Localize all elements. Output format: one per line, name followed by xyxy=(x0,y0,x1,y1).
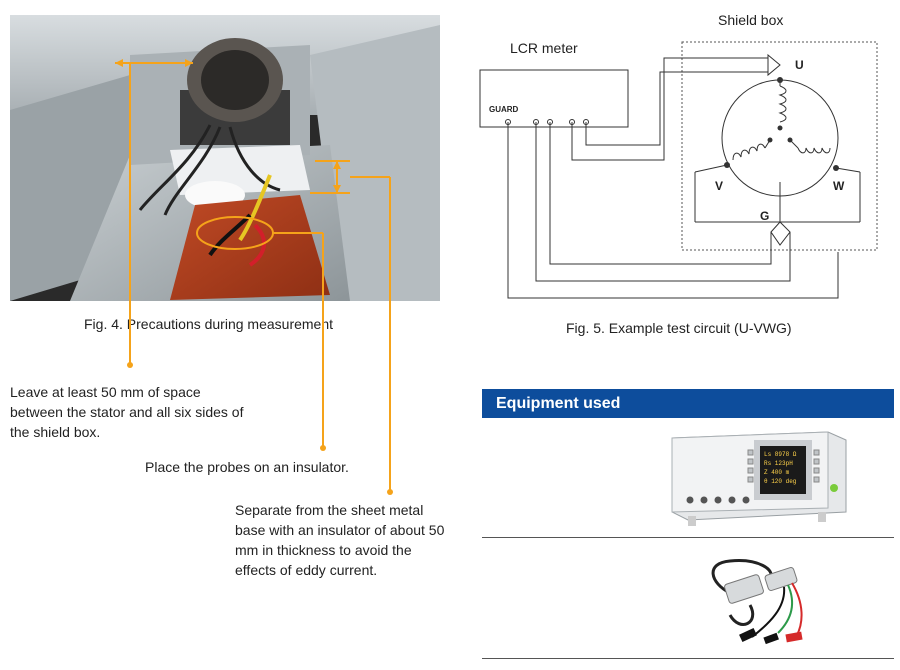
test-circuit-diagram: Shield box LCR meter GUARD U V xyxy=(479,12,878,299)
note-eddy-current: Separate from the sheet metal base with … xyxy=(235,502,445,578)
terminal-w-label: W xyxy=(833,179,845,193)
lcr-meter-box xyxy=(479,69,629,128)
test-lead-image xyxy=(711,559,803,645)
equipment-divider-1 xyxy=(482,537,894,538)
note-stator-spacing: Leave at least 50 mm of space between th… xyxy=(10,384,244,440)
screen-line-2: Rs 123pH xyxy=(764,460,793,467)
note-probes-insulator: Place the probes on an insulator. xyxy=(145,459,349,475)
equipment-divider-2 xyxy=(482,658,894,659)
lcr-meter-image: Ls 8978 Ω Rs 123pH Z 400 m θ 120 deg xyxy=(671,431,847,526)
equipment-header: Equipment used xyxy=(482,389,894,418)
shield-box-outline xyxy=(681,41,878,251)
guard-label: GUARD xyxy=(489,105,519,114)
terminal-u-label: U xyxy=(795,58,804,72)
fig5-caption: Fig. 5. Example test circuit (U-VWG) xyxy=(566,320,792,336)
lcr-meter-label: LCR meter xyxy=(510,40,578,56)
fig4-caption: Fig. 4. Precautions during measurement xyxy=(84,316,334,332)
screen-line-3: Z 400 m xyxy=(764,469,790,476)
shield-box-label: Shield box xyxy=(718,12,783,28)
screen-line-4: θ 120 deg xyxy=(764,478,797,485)
measurement-setup-photo xyxy=(10,15,440,301)
terminal-g-label: G xyxy=(760,209,769,223)
screen-line-1: Ls 8978 Ω xyxy=(764,451,797,458)
terminal-v-label: V xyxy=(715,179,723,193)
